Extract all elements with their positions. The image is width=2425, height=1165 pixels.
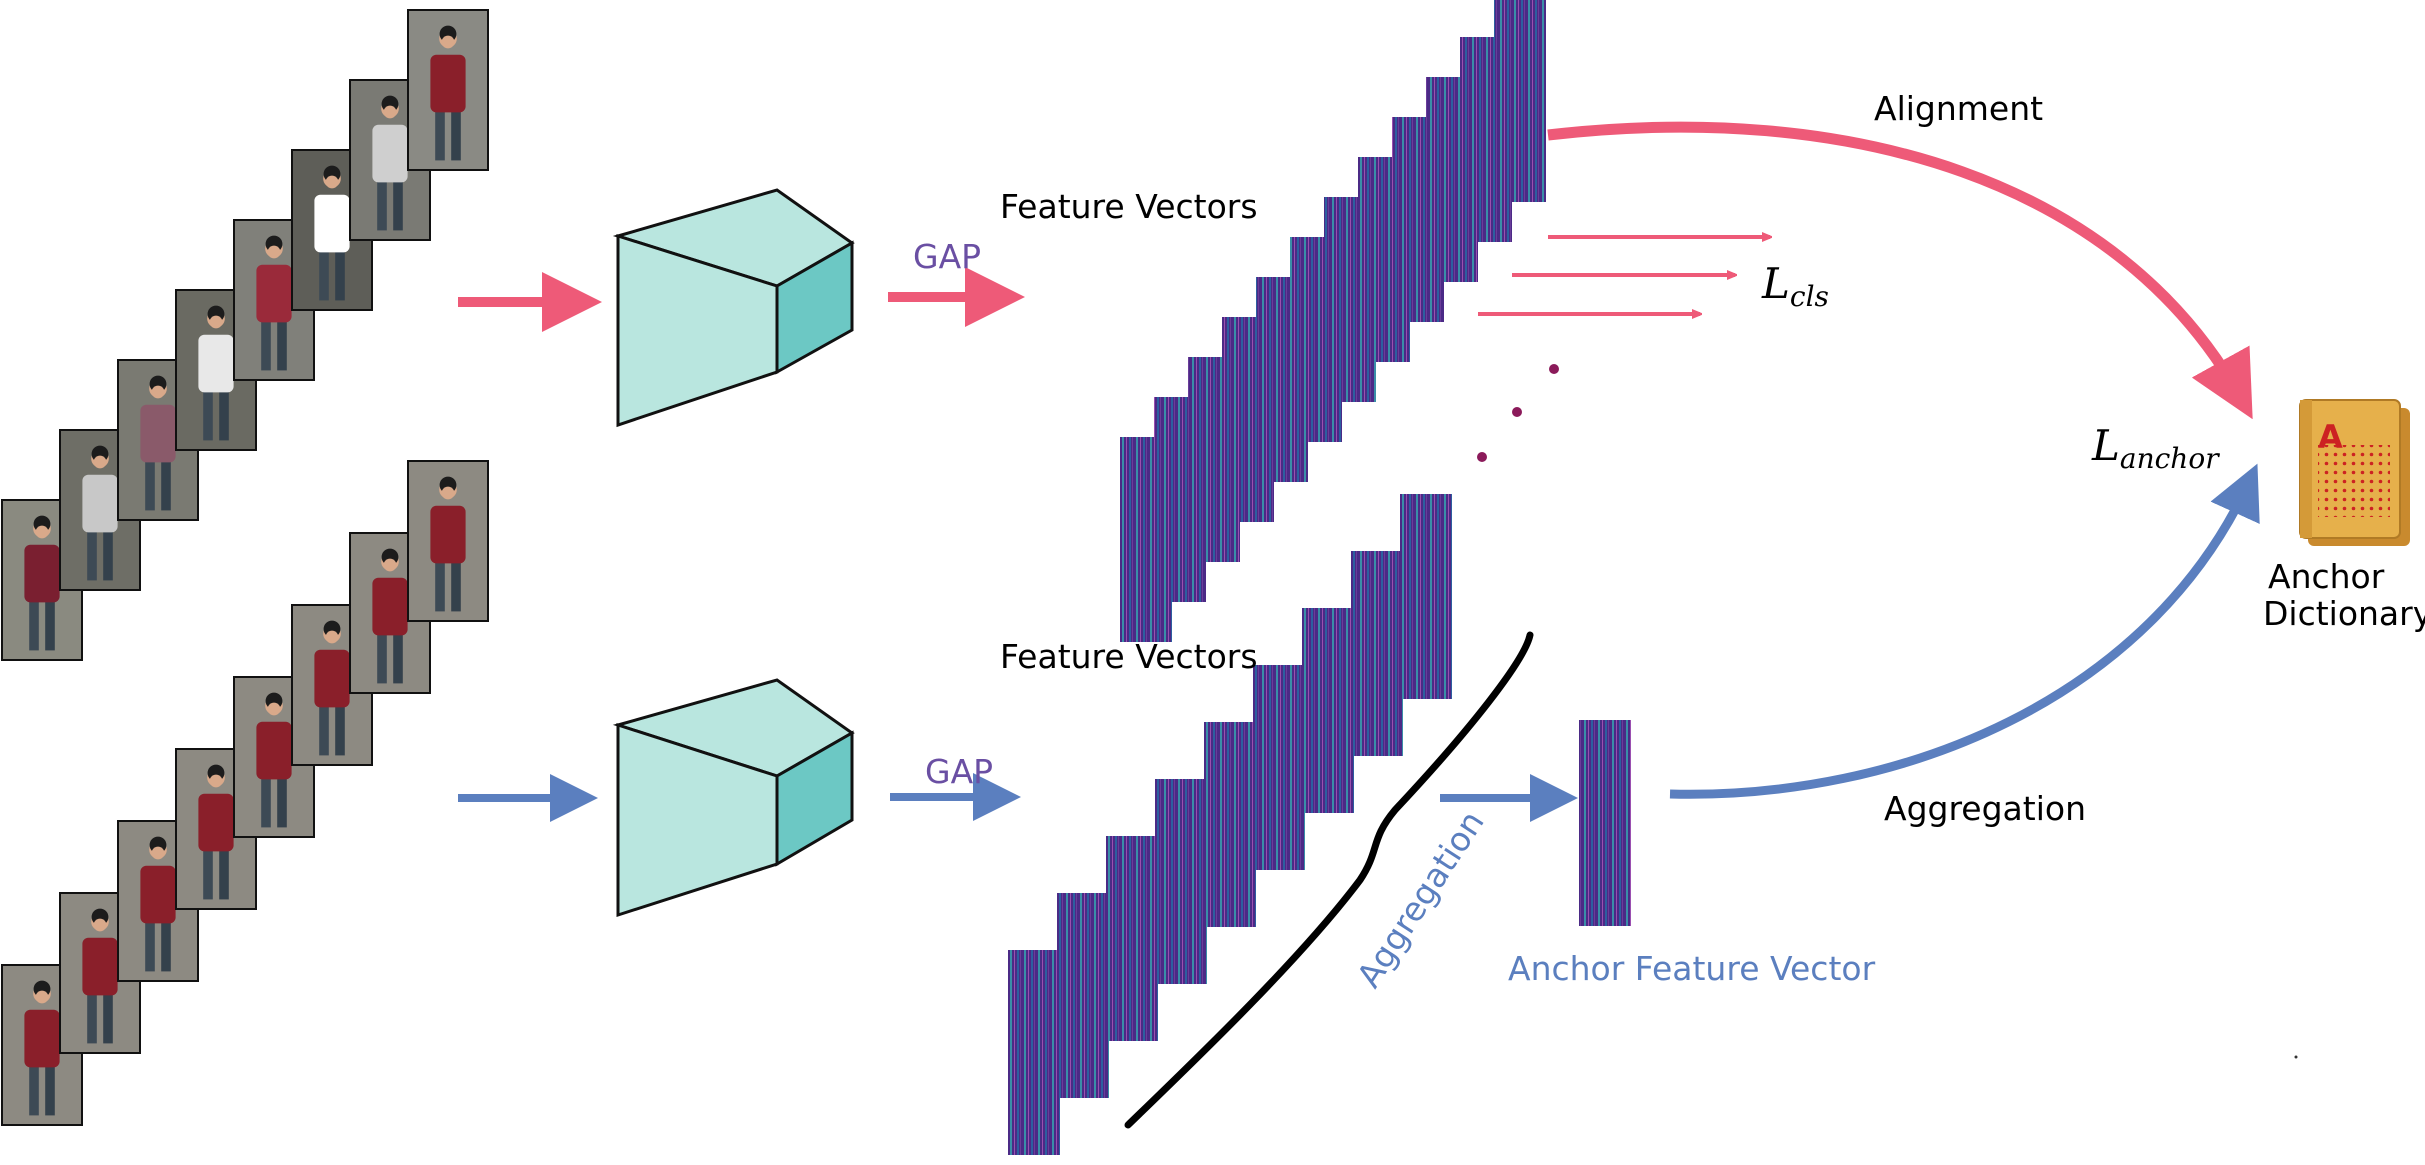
- l-anchor-base: L: [2091, 421, 2120, 470]
- stray-dot: [2294, 1055, 2298, 1059]
- feature-vector-bar: [1494, 0, 1546, 202]
- feature-vector-bar: [1008, 950, 1060, 1155]
- anchor-dictionary-label-line1: Anchor: [2268, 557, 2385, 596]
- l-cls-label: Lcls: [1761, 259, 1829, 313]
- feature-vector-bar: [1106, 836, 1158, 1041]
- aggregation-label: Aggregation: [1884, 789, 2086, 828]
- anchor-feature-vector-label: Anchor Feature Vector: [1508, 949, 1876, 988]
- feature-vector-bar: [1351, 551, 1403, 756]
- feature-vector-stack-top: [1120, 0, 1546, 642]
- ellipsis-dot-1: [1549, 364, 1559, 374]
- feature-vector-bar: [1302, 608, 1354, 813]
- frame-thumbnail: [407, 9, 489, 171]
- frame-thumbnail: [407, 460, 489, 622]
- l-anchor-sub: anchor: [2120, 442, 2220, 475]
- gap-label-top: GAP: [913, 237, 981, 276]
- cnn-backbone-cube-icon: [612, 188, 855, 428]
- pedestrian-frame-sequence-bottom: [1, 460, 489, 1126]
- feature-vector-bar: [1253, 665, 1305, 870]
- aggregation-brush-stroke: [1124, 631, 1534, 1129]
- anchor-dictionary-book-icon: A: [2299, 399, 2410, 546]
- anchor-feature-vector: [1579, 720, 1631, 926]
- l-anchor-label: Lanchor: [2091, 421, 2220, 475]
- feature-vectors-label-bottom: Feature Vectors: [1000, 637, 1258, 676]
- feature-vector-bar: [1155, 779, 1207, 984]
- feature-vector-bar: [1057, 893, 1109, 1098]
- cnn-backbone-cube-icon: [612, 678, 855, 918]
- svg-text:Lcls: Lcls: [1761, 259, 1829, 313]
- gap-label-bottom: GAP: [925, 752, 993, 791]
- book-letter: A: [2318, 418, 2343, 456]
- alignment-label: Alignment: [1874, 89, 2043, 128]
- alignment-curve: [1547, 121, 2253, 420]
- ellipsis-dot-2: [1512, 407, 1522, 417]
- l-cls-base: L: [1761, 259, 1790, 308]
- feature-vectors-label-top: Feature Vectors: [1000, 187, 1258, 226]
- aggregation-diagonal-label: Aggregation: [1349, 804, 1492, 995]
- l-cls-sub: cls: [1790, 280, 1829, 313]
- ellipsis-dot-3: [1477, 452, 1487, 462]
- pedestrian-frame-sequence-top: [1, 9, 489, 661]
- feature-vector-bar: [1400, 494, 1452, 699]
- feature-vector-bar: [1204, 722, 1256, 927]
- feature-vector-stack-bottom: [1008, 494, 1452, 1155]
- svg-text:Lanchor: Lanchor: [2091, 421, 2220, 475]
- anchor-dictionary-label-line2: Dictionary: [2263, 594, 2425, 633]
- aggregation-curve: [1669, 463, 2260, 799]
